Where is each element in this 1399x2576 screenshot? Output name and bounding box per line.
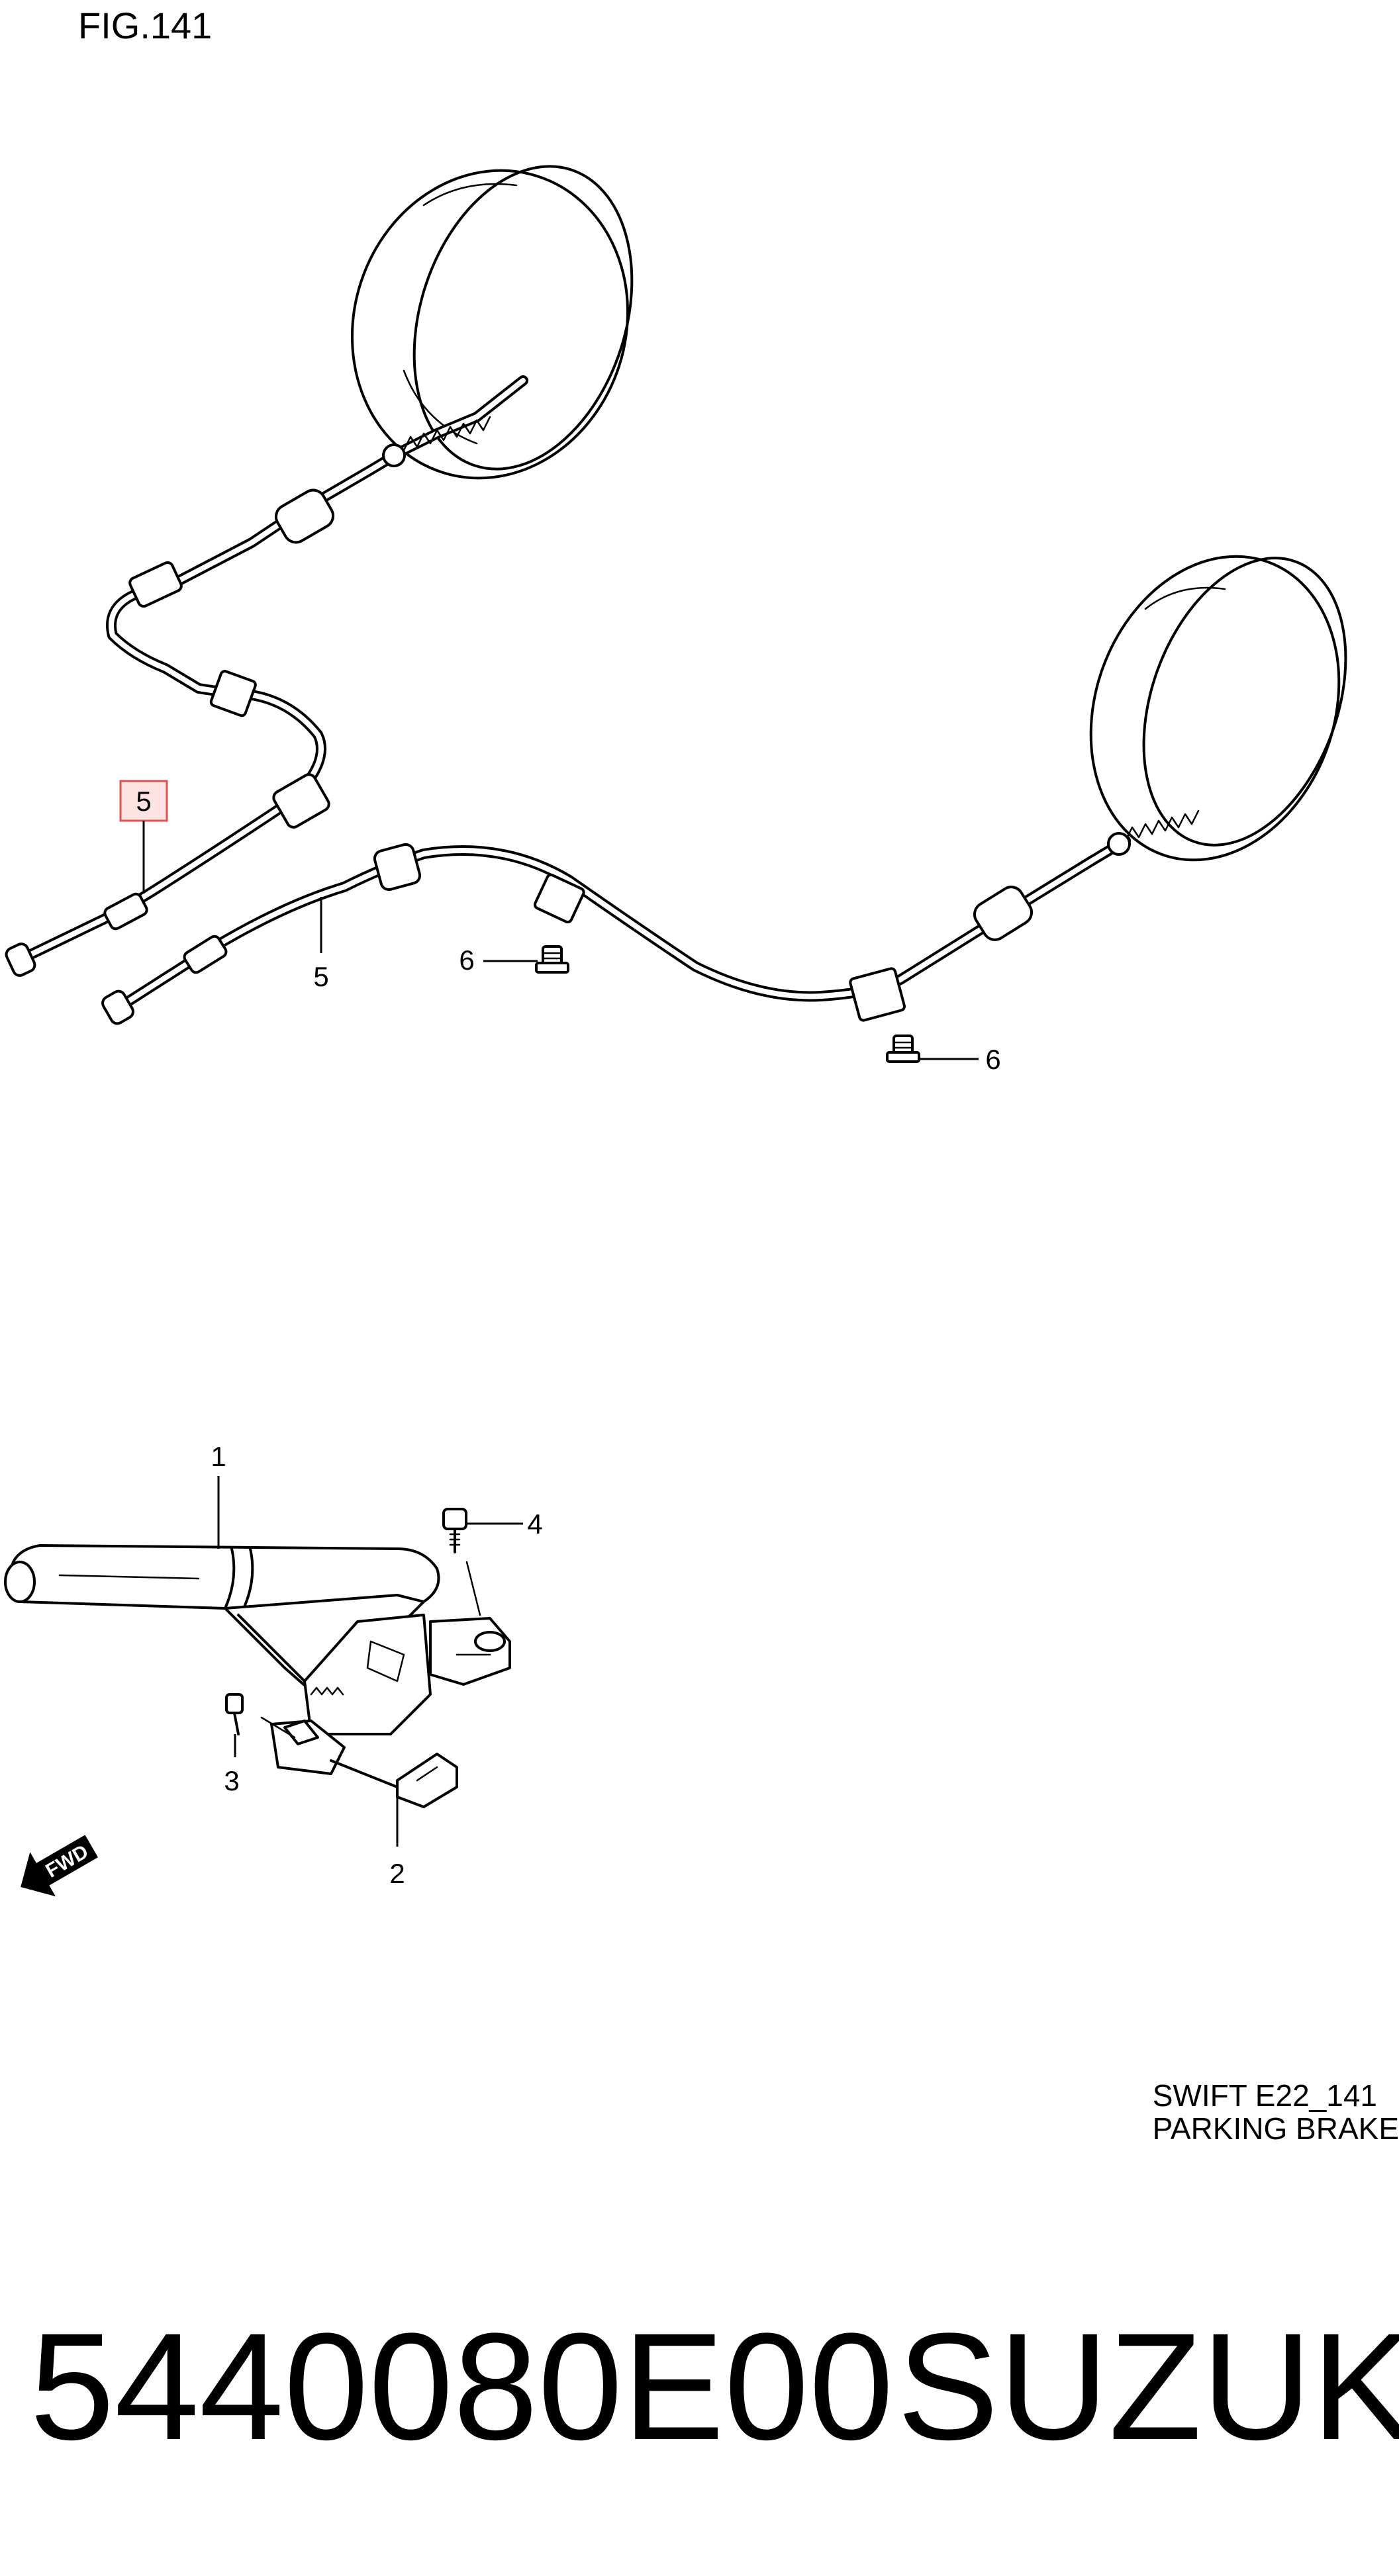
- brake-cable-assembly: [5, 165, 1347, 1063]
- callout-3: 3: [224, 1734, 240, 1796]
- caption-line-2: PARKING BRAKE: [1153, 2111, 1399, 2146]
- lower-brake-cable: [101, 809, 1200, 1025]
- caption-line-1: SWIFT E22_141: [1153, 2078, 1377, 2113]
- svg-text:6: 6: [985, 1044, 1000, 1075]
- bolt-3: [225, 1693, 296, 1739]
- svg-text:6: 6: [459, 944, 474, 976]
- svg-text:3: 3: [224, 1765, 239, 1796]
- bolt-4: [442, 1508, 481, 1616]
- bolt-6-right: [886, 1035, 920, 1063]
- svg-text:5: 5: [313, 961, 328, 992]
- svg-text:2: 2: [389, 1858, 405, 1889]
- callout-2: 2: [389, 1797, 405, 1889]
- right-brake-drum: [1089, 555, 1347, 862]
- svg-text:1: 1: [211, 1441, 226, 1472]
- cable-equalizer: [330, 1753, 458, 1808]
- lever-handle: [4, 1544, 440, 1612]
- fwd-arrow-icon: FWD: [21, 1835, 99, 1897]
- upper-brake-cable: [5, 375, 528, 977]
- upper-brake-drum: [350, 165, 634, 480]
- callout-6-right: 6: [919, 1044, 1001, 1075]
- figure-label: FIG.141: [78, 5, 212, 46]
- callout-5: 5: [313, 897, 329, 992]
- bolt-6-left: [535, 945, 569, 974]
- part-number: 5440080E00: [30, 2301, 894, 2471]
- brand-name: SUZUKI: [897, 2301, 1399, 2471]
- callout-1: 1: [211, 1441, 226, 1549]
- callout-6-left: 6: [459, 944, 538, 976]
- svg-text:4: 4: [527, 1508, 542, 1540]
- callout-4: 4: [467, 1508, 543, 1540]
- diagram-caption: SWIFT E22_141 PARKING BRAKE: [1153, 2078, 1399, 2146]
- callout-5-highlighted[interactable]: 5: [119, 780, 168, 894]
- svg-text:5: 5: [136, 786, 151, 817]
- parking-brake-lever-assembly: [4, 1508, 511, 1808]
